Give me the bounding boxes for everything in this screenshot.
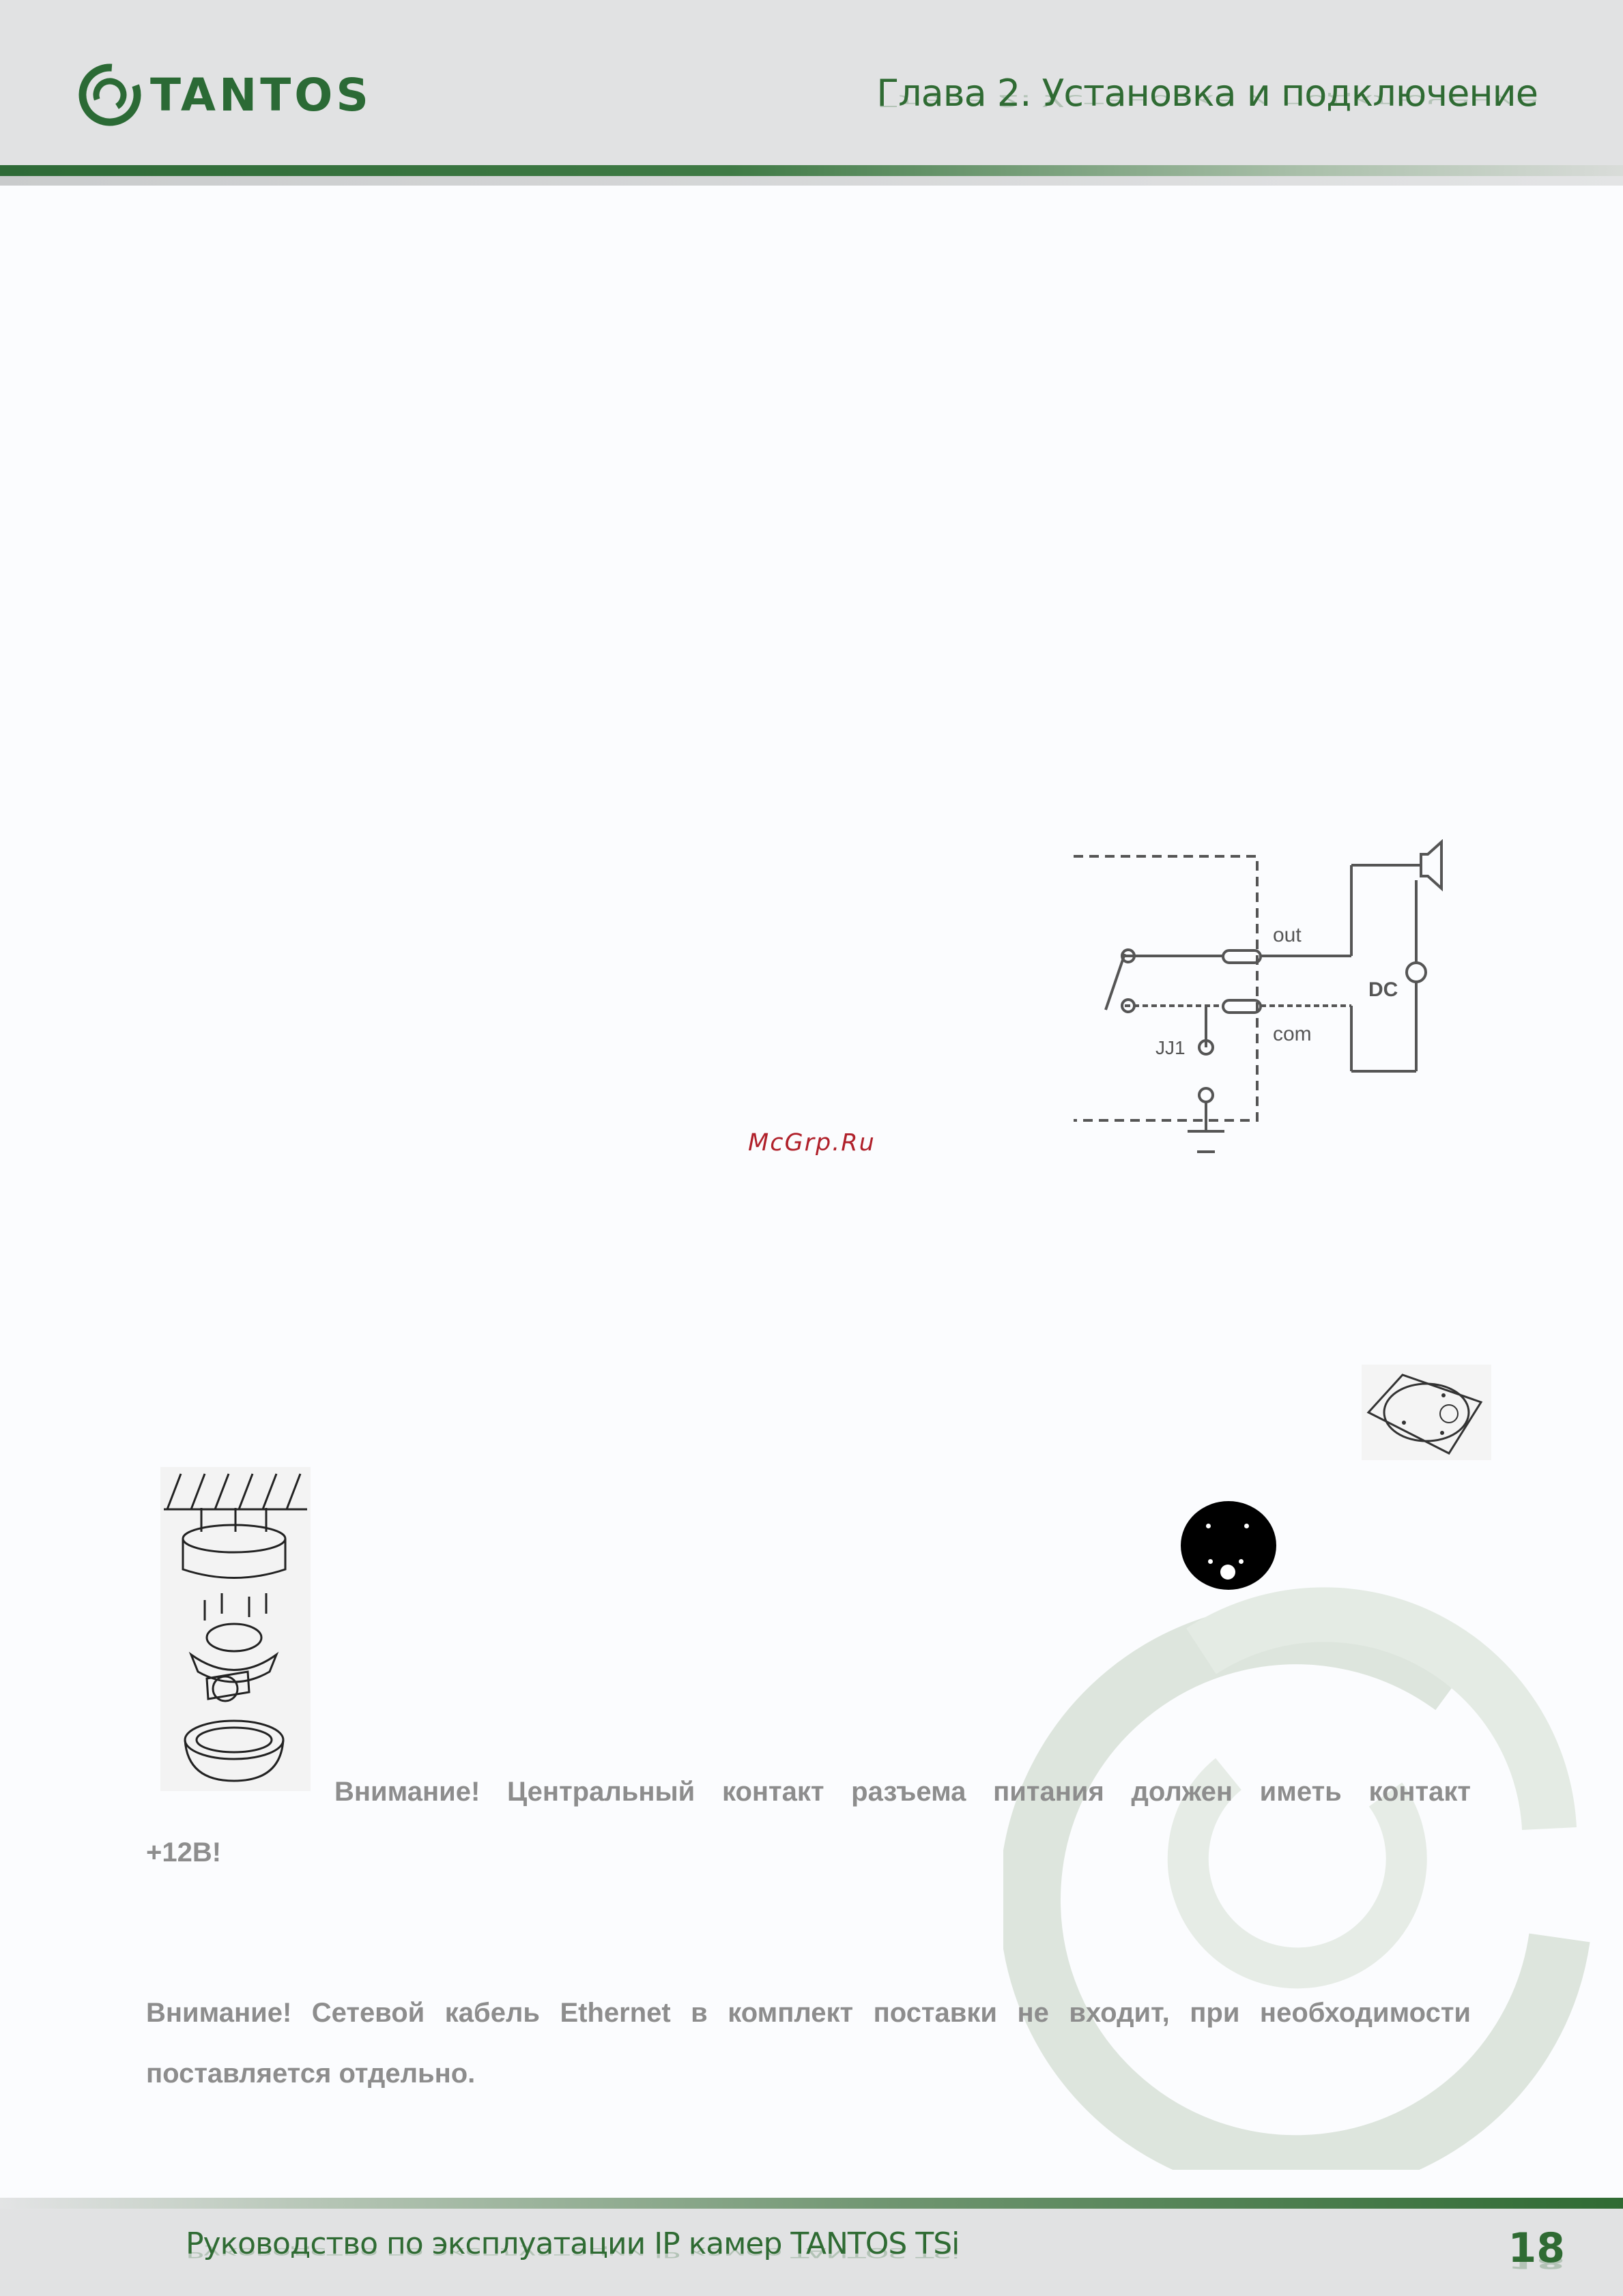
disk-hole [1239, 1559, 1244, 1564]
power-warning-line2: +12В! [146, 1837, 222, 1868]
background-logo-watermark [1003, 1587, 1590, 2170]
page-number-reflection: 18 [1508, 2253, 1566, 2272]
page-number: 18 [1508, 2224, 1566, 2272]
label-out: out [1273, 924, 1302, 946]
dc-source-icon [1405, 961, 1427, 983]
camera-exploded-view-drawing [164, 1473, 307, 1782]
mounting-plate-drawing [1366, 1374, 1483, 1455]
disk-hole [1244, 1524, 1249, 1528]
disk-cable-hole [1220, 1565, 1235, 1580]
ethernet-warning-line2: поставляется отдельно. [146, 2059, 476, 2089]
label-jj1: JJ1 [1155, 1037, 1186, 1058]
manual-title: Руководство по эксплуатации IP камер TAN… [186, 2226, 960, 2261]
relay-switch [1104, 953, 1126, 1011]
source-watermark: McGrp.Ru [748, 1129, 876, 1157]
camera-assembly-image [160, 1467, 311, 1791]
tantos-logo-icon [78, 63, 141, 126]
label-com: com [1273, 1023, 1312, 1045]
footer-rule [0, 2198, 1623, 2209]
label-dc: DC [1368, 978, 1398, 1001]
manual-title-reflection: Руководство по эксплуатации IP камер TAN… [186, 2245, 960, 2261]
siren-icon [1420, 839, 1443, 892]
ethernet-warning-line1: Внимание! Сетевой кабель Ethernet в комп… [146, 1998, 1471, 2028]
page-header [0, 0, 1623, 167]
header-rule-shadow [0, 176, 1623, 186]
disk-hole [1206, 1524, 1211, 1528]
power-warning-line1: Внимание! Центральный контакт разъема пи… [334, 1777, 1471, 1807]
logo-text: TANTOS [150, 68, 372, 121]
chapter-title: Глава 2. Установка и подключение [876, 72, 1538, 115]
disk-hole [1208, 1559, 1213, 1564]
diagram-device-border [1074, 855, 1259, 1122]
alarm-output-wiring-diagram: out com DC JJ1 [1074, 839, 1443, 1153]
page-footer [0, 2204, 1623, 2296]
mounting-disk-image [1181, 1501, 1276, 1590]
header-rule [0, 165, 1623, 176]
mounting-template-image [1362, 1365, 1491, 1460]
tantos-logo: TANTOS [78, 63, 372, 127]
